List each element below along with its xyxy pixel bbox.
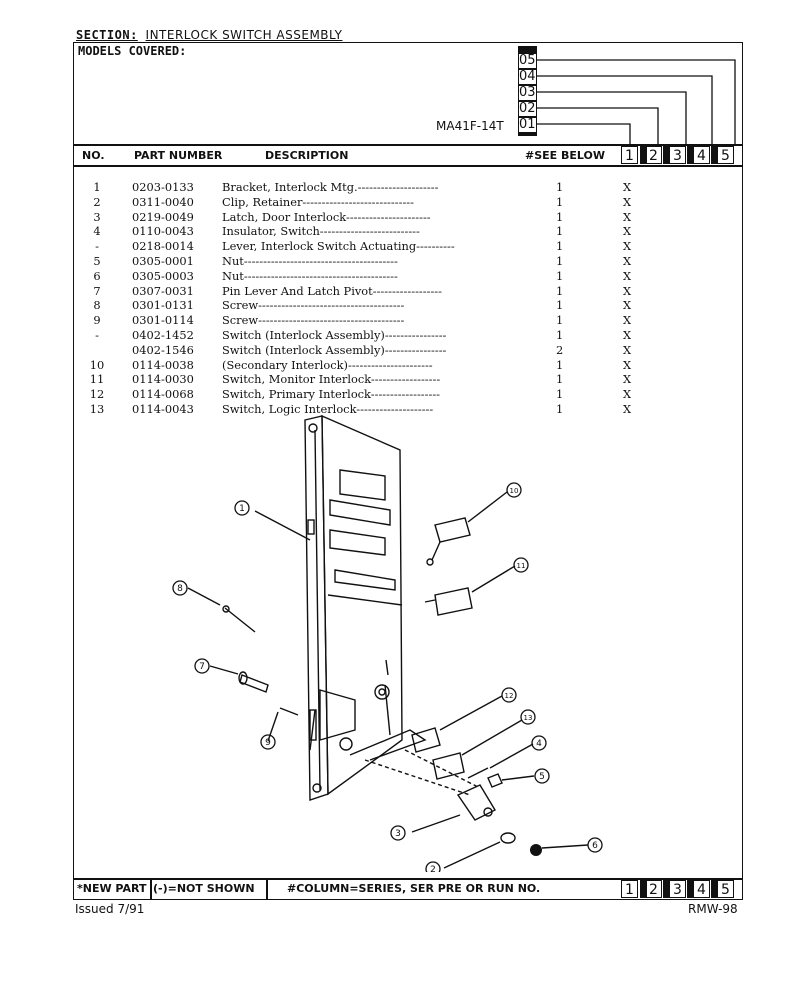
callout-label: 8 xyxy=(177,584,183,594)
column-box-3: 3 xyxy=(669,146,686,164)
parts-list-frame xyxy=(73,42,743,900)
footer-divider xyxy=(266,879,268,900)
callout-label: 1 xyxy=(239,504,245,514)
exploded-parts-diagram: 1 8 7 9 10 11 12 13 4 5 3 2 6 xyxy=(172,414,603,872)
column-divider xyxy=(640,146,647,164)
callout-label: 5 xyxy=(539,772,545,782)
series-code-stack: 05 04 03 02 01 xyxy=(518,46,537,136)
models-covered-label: MODELS COVERED: xyxy=(78,44,187,58)
footer-column-box-5: 5 xyxy=(717,880,734,898)
section-title: SECTION: INTERLOCK SWITCH ASSEMBLY xyxy=(76,28,343,42)
header-rule-top xyxy=(73,144,743,146)
series-code: 03 xyxy=(519,85,536,100)
footer-divider xyxy=(150,879,152,900)
callout-label: 4 xyxy=(536,739,542,749)
footer-column-box-2: 2 xyxy=(645,880,662,898)
series-code: 05 xyxy=(519,53,536,68)
document-code: RMW-98 xyxy=(688,902,738,916)
footer-not-shown: (-)=NOT SHOWN xyxy=(153,882,255,895)
series-connector-lines xyxy=(537,59,736,146)
callout-label: 6 xyxy=(592,841,598,851)
series-code: 04 xyxy=(519,69,536,84)
model-number: MA41F-14T xyxy=(436,119,504,133)
column-divider xyxy=(640,880,647,898)
header-description: DESCRIPTION xyxy=(265,149,349,162)
callout-label: 9 xyxy=(265,738,271,748)
header-no: NO. xyxy=(82,149,105,162)
footer-column-box-1: 1 xyxy=(621,880,638,898)
column-box-4: 4 xyxy=(693,146,710,164)
callout-label: 12 xyxy=(505,692,514,700)
header-part-number: PART NUMBER xyxy=(134,149,223,162)
series-code: 01 xyxy=(519,117,536,132)
callout-label: 2 xyxy=(430,865,436,872)
header-see-below: #SEE BELOW xyxy=(525,149,605,162)
callout-label: 10 xyxy=(510,487,519,495)
footer-column-box-3: 3 xyxy=(669,880,686,898)
footer-column-box-4: 4 xyxy=(693,880,710,898)
footer-column-note: #COLUMN=SERIES, SER PRE OR RUN NO. xyxy=(287,882,541,895)
column-box-5: 5 xyxy=(717,146,734,164)
series-code: 02 xyxy=(519,101,536,116)
header-rule-bottom xyxy=(73,165,743,167)
footer-new-part: *NEW PART xyxy=(77,882,147,895)
column-box-1: 1 xyxy=(621,146,638,164)
column-box-2: 2 xyxy=(645,146,662,164)
callout-label: 7 xyxy=(199,662,205,672)
callout-label: 11 xyxy=(517,562,526,570)
issued-date: Issued 7/91 xyxy=(75,902,145,916)
callout-label: 13 xyxy=(524,714,533,722)
callout-label: 3 xyxy=(395,829,401,839)
footer-rule xyxy=(73,878,743,880)
